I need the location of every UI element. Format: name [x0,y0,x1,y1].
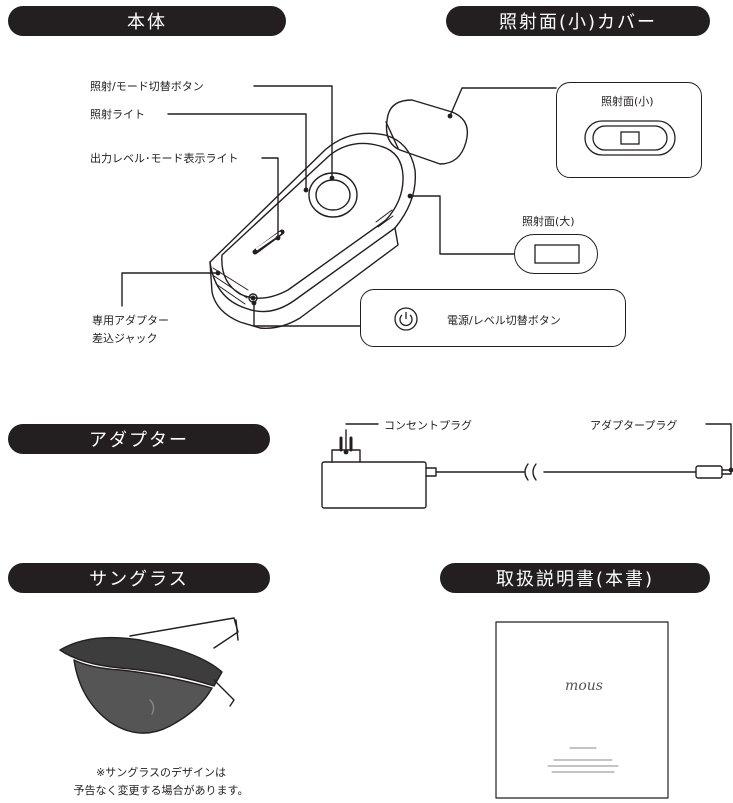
sunglasses-note-line2: 予告なく変更する場合があります。 [73,784,249,797]
label-jack-line2: 差込ジャック [92,332,158,345]
manual-logo: mous [565,678,603,694]
power-icon [394,307,418,331]
callout-large-face [514,234,598,274]
label-adapter-plug: アダプタープラグ [590,419,678,432]
label-face-large: 照射面(大) [522,215,575,228]
label-jack-line1: 専用アダプター [92,314,169,327]
section-title-manual: 取扱説明書(本書) [440,563,710,593]
label-power-button: 電源/レベル切替ボタン [447,314,561,327]
sunglasses-note: ※サングラスのデザインは 予告なく変更する場合があります。 [36,764,286,800]
label-face-small: 照射面(小) [601,95,654,108]
section-title-body: 本体 [8,6,286,36]
device-illustration [209,132,417,329]
small-face-diagram [584,120,676,156]
sunglasses-note-line1: ※サングラスのデザインは [96,766,226,779]
section-title-sunglasses: サングラス [8,563,270,593]
callout-power-button: 電源/レベル切替ボタン [360,289,626,347]
adapter-illustration [321,436,732,509]
cover-illustration [385,99,469,165]
section-title-adapter: アダプター [8,424,270,454]
label-level-light: 出力レベル･モード表示ライト [90,152,239,165]
label-mode-button: 照射/モード切替ボタン [90,80,204,93]
sunglasses-illustration [59,617,239,734]
label-light: 照射ライト [90,108,145,121]
label-outlet-plug: コンセントプラグ [384,419,472,432]
large-face-diagram [534,244,580,264]
callout-small-face: 照射面(小) [556,82,702,178]
section-title-cover: 照射面(小)カバー [446,6,710,36]
